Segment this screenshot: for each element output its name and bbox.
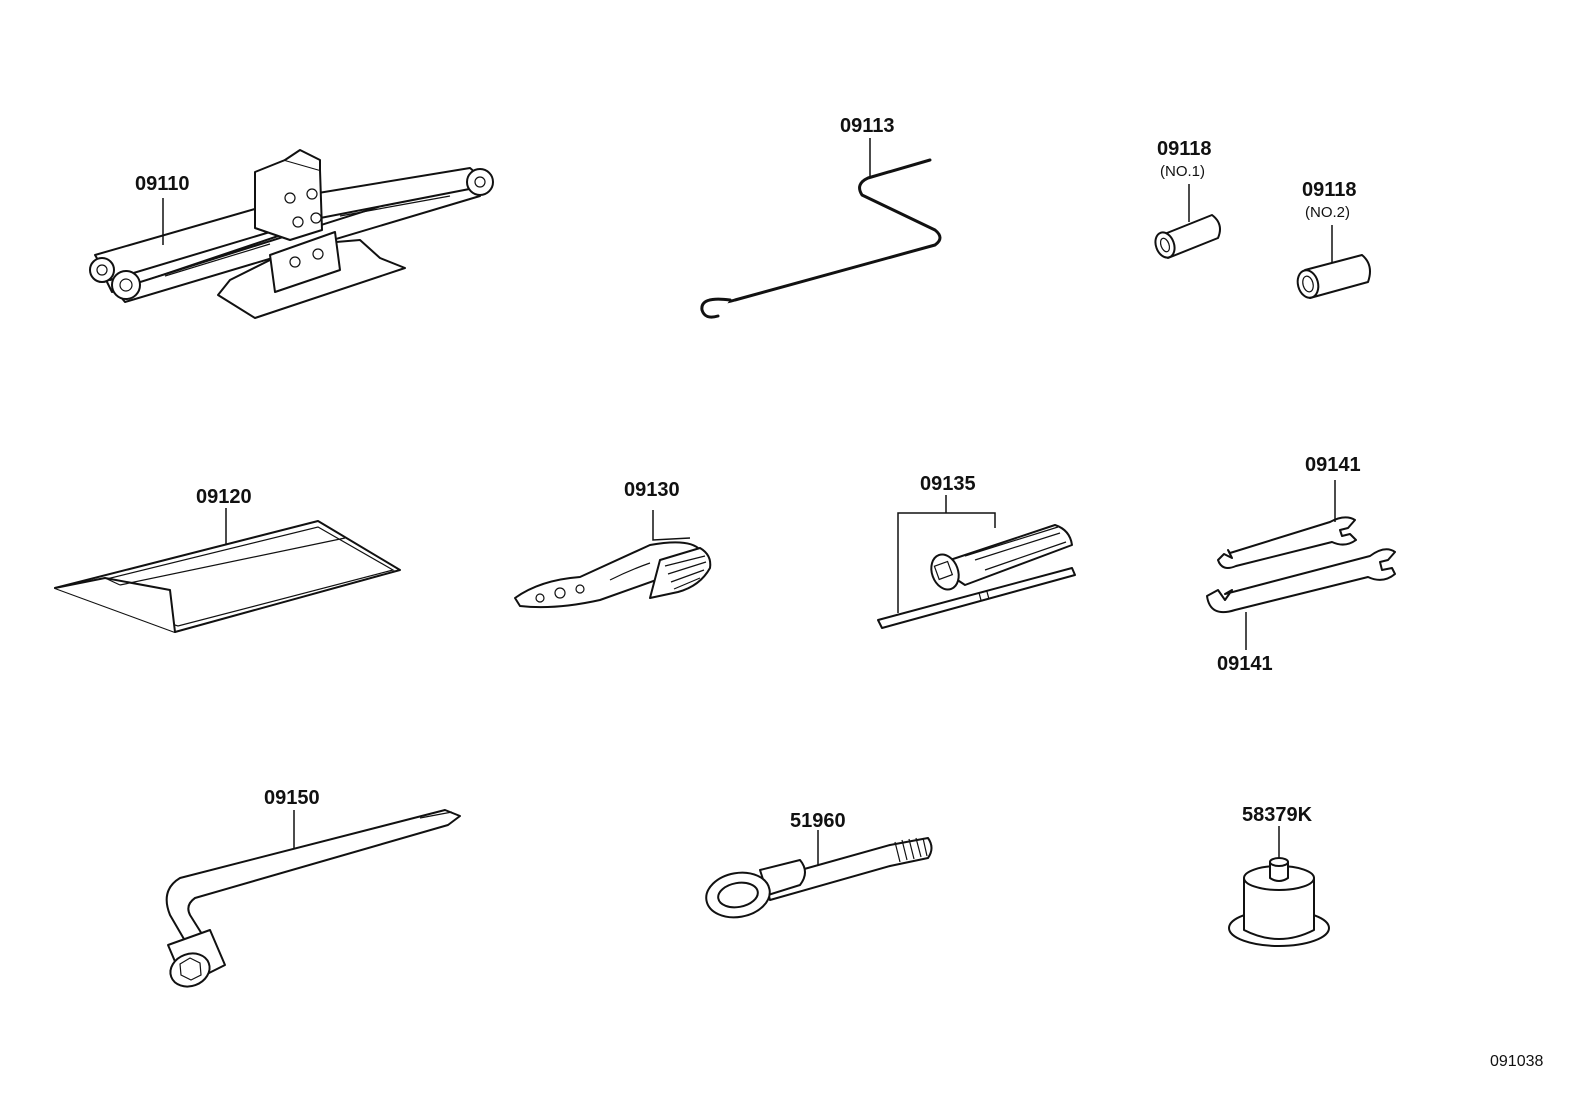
adapter-sleeve-icon — [1296, 225, 1371, 299]
part-sub-label: (NO.1) — [1160, 163, 1205, 180]
part-label: 09130 — [624, 479, 680, 501]
jack-handle-icon — [700, 138, 942, 319]
part-label: 09150 — [264, 787, 320, 809]
pliers-icon — [514, 510, 712, 609]
part-label: 09141 — [1217, 653, 1273, 675]
plug-cap-icon — [1228, 826, 1330, 947]
lug-wrench-icon — [165, 809, 461, 988]
part-label: 09118 — [1157, 138, 1212, 160]
part-label: 09110 — [135, 173, 190, 195]
open-end-wrench-icon — [1206, 480, 1396, 650]
part-label: 09141 — [1305, 454, 1361, 476]
tool-bag-icon — [54, 508, 401, 633]
part-label: 09118 — [1302, 179, 1357, 201]
towing-eye-icon — [705, 830, 933, 919]
scissor-jack-icon — [89, 149, 494, 319]
adapter-sleeve-icon — [1154, 184, 1221, 259]
part-sub-label: (NO.2) — [1305, 204, 1350, 221]
part-label: 58379K — [1242, 804, 1313, 826]
part-label: 09135 — [920, 473, 976, 495]
part-label: 09113 — [840, 115, 895, 137]
part-label: 51960 — [790, 810, 846, 832]
screwdriver-icon — [877, 495, 1076, 629]
diagram-id: 091038 — [1490, 1053, 1543, 1070]
part-label: 09120 — [196, 486, 252, 508]
